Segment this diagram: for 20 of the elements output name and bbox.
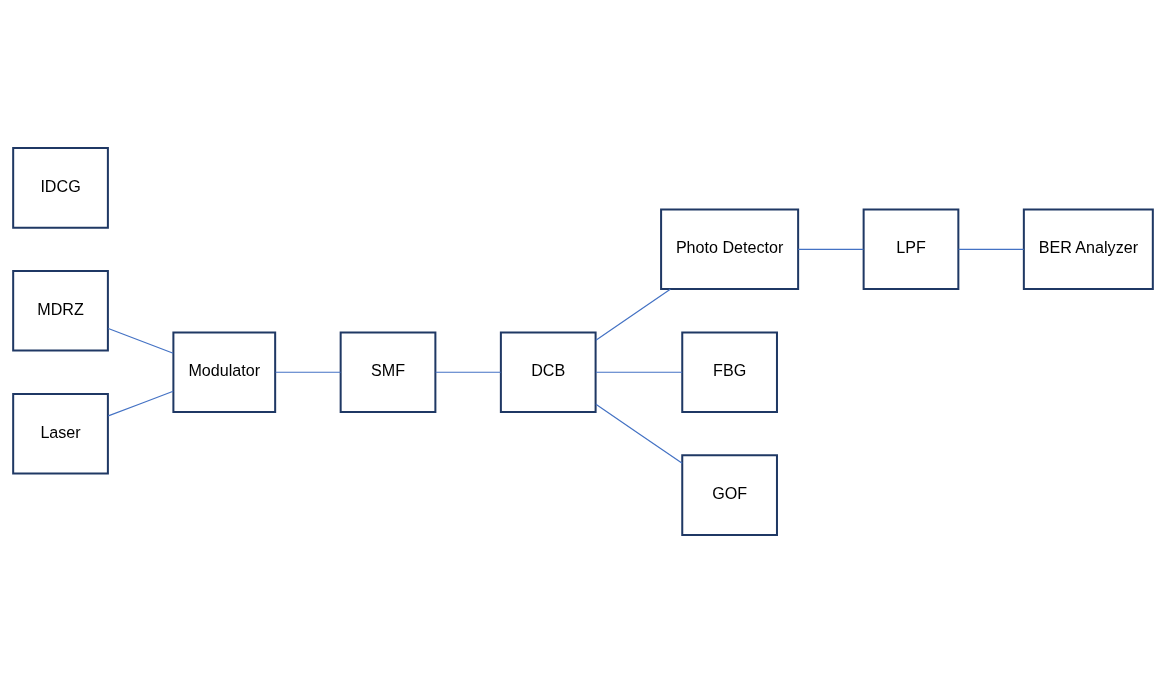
node-box: MDRZ — [12, 269, 109, 352]
node-box: IDCG — [12, 146, 109, 229]
connector — [435, 371, 502, 373]
node-box: GOF — [681, 453, 778, 536]
connector — [595, 403, 683, 464]
node-box: SMF — [339, 330, 437, 413]
connector — [595, 288, 671, 341]
node-box: LPF — [862, 208, 960, 290]
connector — [595, 371, 683, 373]
connector — [797, 248, 864, 250]
connector — [274, 371, 342, 373]
node-box: Laser — [12, 392, 109, 474]
connector — [107, 390, 174, 417]
node-box: BER Analyzer — [1022, 208, 1154, 290]
node-box: DCB — [499, 330, 597, 413]
connector — [107, 327, 174, 354]
node-box: Modulator — [172, 330, 277, 413]
node-box: FBG — [681, 330, 778, 413]
connector — [957, 248, 1025, 250]
node-box: Photo Detector — [660, 208, 800, 290]
